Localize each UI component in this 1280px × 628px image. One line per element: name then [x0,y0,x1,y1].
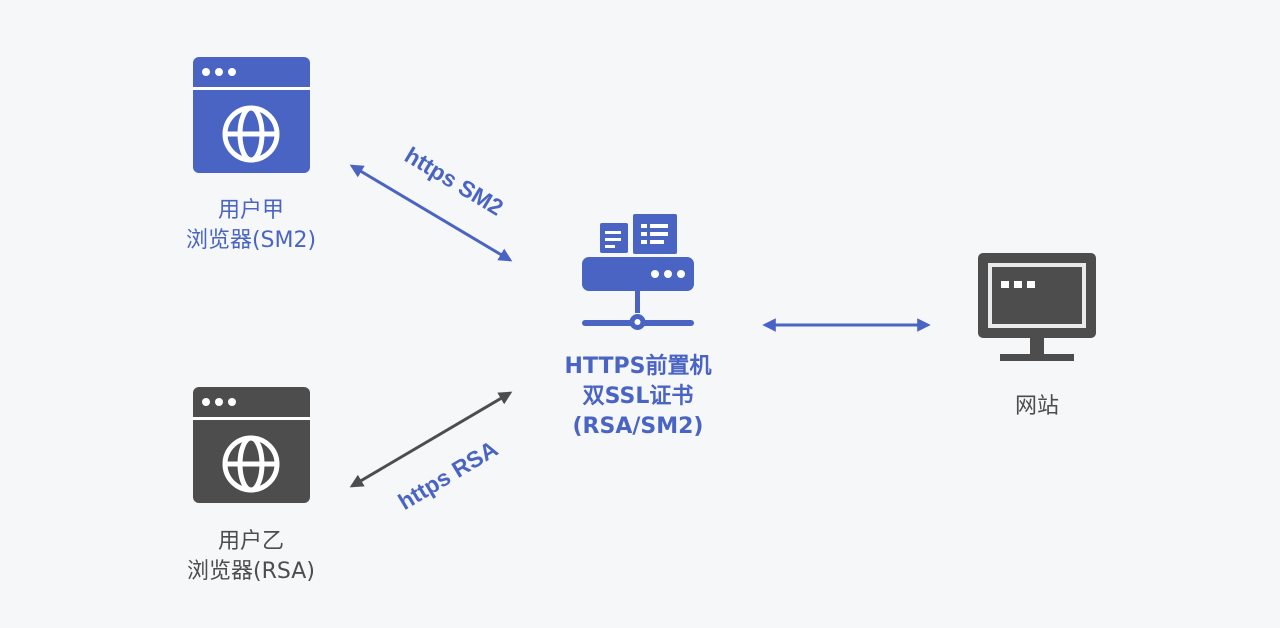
user-b-browser-icon [193,387,310,503]
website-monitor-icon [978,253,1096,361]
gateway-label: HTTPS前置机 双SSL证书 (RSA/SM2) [528,352,748,442]
gateway-server-icon [582,214,694,330]
user-a-label-line1: 用户甲 [217,198,284,223]
gateway-label-line2: 双SSL证书 [582,384,694,409]
user-a-label: 用户甲 浏览器(SM2) [141,196,361,256]
website-label: 网站 [977,392,1097,422]
user-a-browser-icon [193,57,310,173]
user-a-label-line2: 浏览器(SM2) [185,228,317,253]
edge-label-rsa: https RSA [394,435,503,515]
arrow-rsa [349,391,513,488]
user-b-label-line2: 浏览器(RSA) [187,559,315,584]
user-b-label: 用户乙 浏览器(RSA) [141,527,361,587]
gateway-label-line1: HTTPS前置机 [564,354,712,379]
edge-label-sm2: https SM2 [400,142,508,221]
gateway-label-line3: (RSA/SM2) [572,414,704,439]
website-label-line1: 网站 [1014,394,1059,419]
arrow-sm2 [349,164,513,262]
user-b-label-line1: 用户乙 [217,529,284,554]
